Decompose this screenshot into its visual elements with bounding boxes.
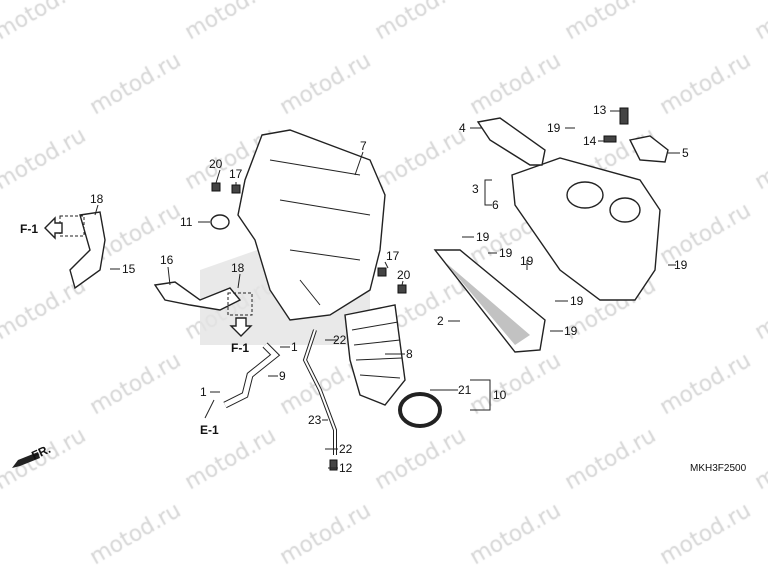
callout-19: 19: [570, 294, 584, 308]
bolt-12: [329, 459, 338, 471]
callout-15: 15: [122, 262, 136, 276]
callout-19: 19: [674, 258, 688, 272]
callout-23: 23: [308, 413, 322, 427]
callout-22: 22: [339, 442, 353, 456]
callout-11: 11: [180, 215, 193, 229]
f1-box-left: [59, 215, 85, 237]
callout-19: 19: [499, 246, 513, 260]
callout-2: 2: [437, 314, 444, 328]
part-15-bracket: [69, 211, 106, 290]
callout-20: 20: [397, 268, 411, 282]
part-16-bracket: [153, 281, 242, 311]
callout-20: 20: [209, 157, 223, 171]
part-3-upper-case: [511, 157, 661, 301]
callout-6: 6: [492, 198, 499, 212]
callout-19: 19: [564, 324, 578, 338]
f1-left-arrow: [44, 216, 63, 240]
callouts: 7 20 17 11 18 15 16 18 1 9 1 22 8 23 22 …: [90, 103, 689, 475]
ref-f1-left: F-1: [20, 222, 38, 236]
callout-1: 1: [291, 340, 298, 354]
callout-18: 18: [90, 192, 104, 206]
callout-5: 5: [682, 146, 689, 160]
front-arrow-icon: [12, 452, 40, 468]
grommet-11: [210, 214, 230, 230]
callout-21: 21: [458, 383, 472, 397]
nut-17b: [377, 267, 387, 277]
callout-18: 18: [231, 261, 245, 275]
seal-14: [603, 135, 617, 143]
callout-17: 17: [386, 249, 400, 263]
nut-17: [231, 184, 241, 194]
callout-1: 1: [200, 385, 207, 399]
callout-22: 22: [333, 333, 347, 347]
callout-19: 19: [547, 121, 561, 135]
part-8-duct: [344, 304, 406, 406]
callout-19: 19: [476, 230, 490, 244]
callout-3: 3: [472, 182, 479, 196]
callout-7: 7: [360, 139, 367, 153]
callout-19: 19: [520, 254, 534, 268]
callout-14: 14: [583, 134, 597, 148]
part-7-case: [237, 129, 386, 321]
part-4: [476, 117, 546, 166]
callout-12: 12: [339, 461, 353, 475]
callout-9: 9: [279, 369, 286, 383]
callout-17: 17: [229, 167, 243, 181]
diagram-code: MKH3F2500: [690, 463, 747, 474]
front-label: FR.: [29, 442, 52, 463]
bolt-20b: [397, 284, 407, 294]
f1-center-arrow: [229, 317, 253, 337]
callout-16: 16: [160, 253, 174, 267]
callout-10: 10: [493, 388, 507, 402]
part-5: [628, 135, 669, 163]
part-2-element: [433, 249, 546, 353]
callout-13: 13: [593, 103, 607, 117]
bolt-20: [211, 182, 221, 192]
part-10-clamp: [398, 392, 442, 428]
screw-13: [619, 107, 629, 125]
callout-8: 8: [406, 347, 413, 361]
callout-4: 4: [459, 121, 466, 135]
ref-f1-center: F-1: [231, 341, 249, 355]
ref-e1: E-1: [200, 423, 219, 437]
f1-box-center: [227, 292, 253, 316]
e1-arrow: [204, 399, 215, 419]
